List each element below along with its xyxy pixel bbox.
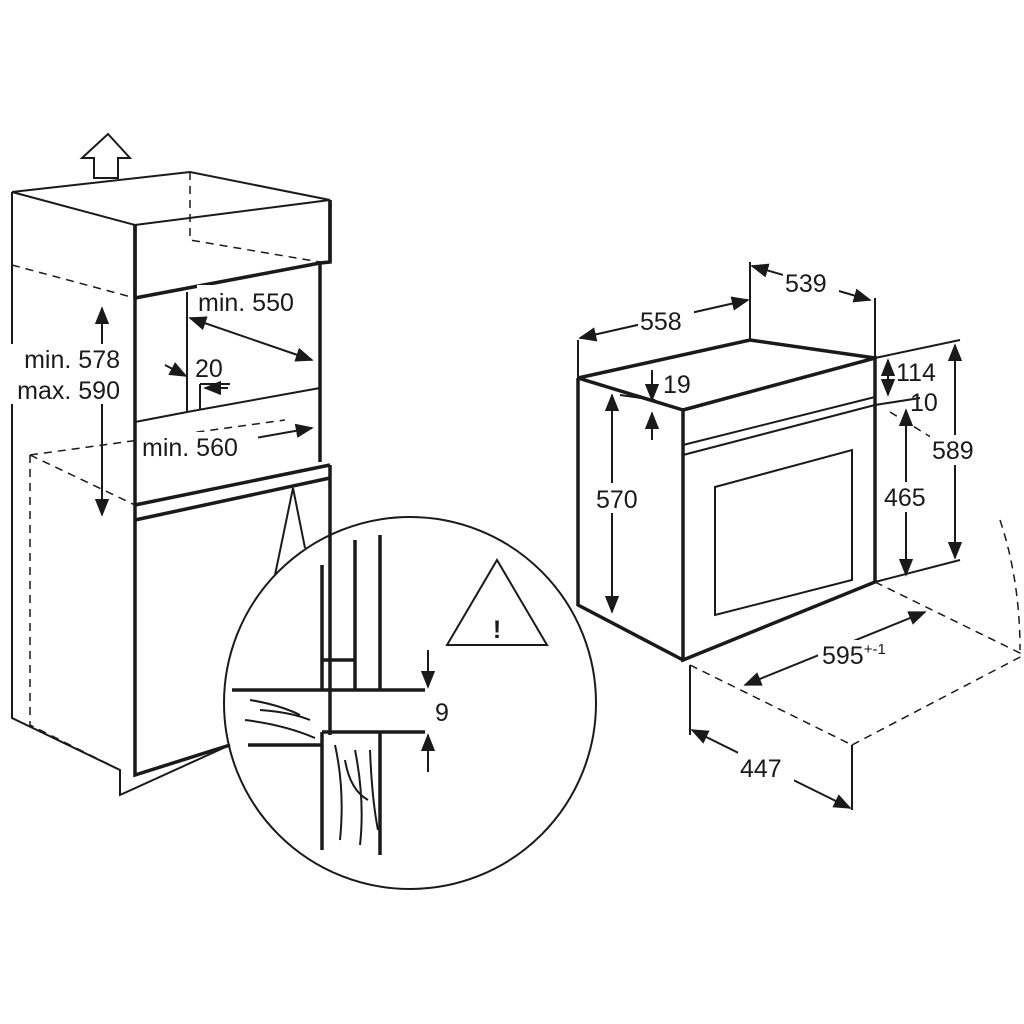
up-arrow-icon [79,132,133,179]
cabinet-top [11,170,331,227]
oven-drawing: 558 539 19 570 114 10 589 465 595+-1 447 [576,262,1024,810]
detail-circle [223,516,597,890]
depth-dimension-arrow [188,316,314,362]
label-body-height: 570 [596,486,638,514]
label-depth-total: 558 [640,308,682,336]
label-door-height: 465 [884,484,926,512]
wood-grain [244,699,379,846]
vent-arrow-left [164,362,188,377]
label-niche-depth: min. 550 [198,289,294,317]
niche-back [134,292,321,423]
label-panel-height: 114 [896,359,936,387]
niche-floor [134,463,331,522]
label-width: 595+-1 [822,641,886,670]
label-width-value: 595 [822,642,864,670]
cabinet-drawing: min. 550 min. 578 max. 590 20 min. 560 [5,132,332,797]
callout-pointer [274,487,306,576]
label-vent-gap: 20 [195,355,223,383]
control-panel-line [682,396,876,456]
warning-triangle-icon [445,558,549,646]
label-front-height: 589 [932,437,974,465]
label-door-open: 447 [740,755,782,783]
label-panel-gap: 10 [910,389,938,417]
panel-section [232,535,425,855]
label-top-offset: 19 [663,371,691,399]
detail-callout: ! 9 [223,487,597,890]
extension-lines [577,262,961,810]
label-width-tolerance: +-1 [864,641,886,658]
label-niche-height-max: max. 590 [17,377,120,405]
label-gap: 9 [435,699,449,727]
oven-window [714,448,853,617]
warning-exclamation: ! [493,616,501,644]
label-depth-body: 539 [785,270,827,298]
label-niche-width: min. 560 [142,434,238,462]
label-niche-height-min: min. 578 [24,346,120,374]
dashed-lines [11,172,321,771]
cabinet-top-front [133,200,332,300]
